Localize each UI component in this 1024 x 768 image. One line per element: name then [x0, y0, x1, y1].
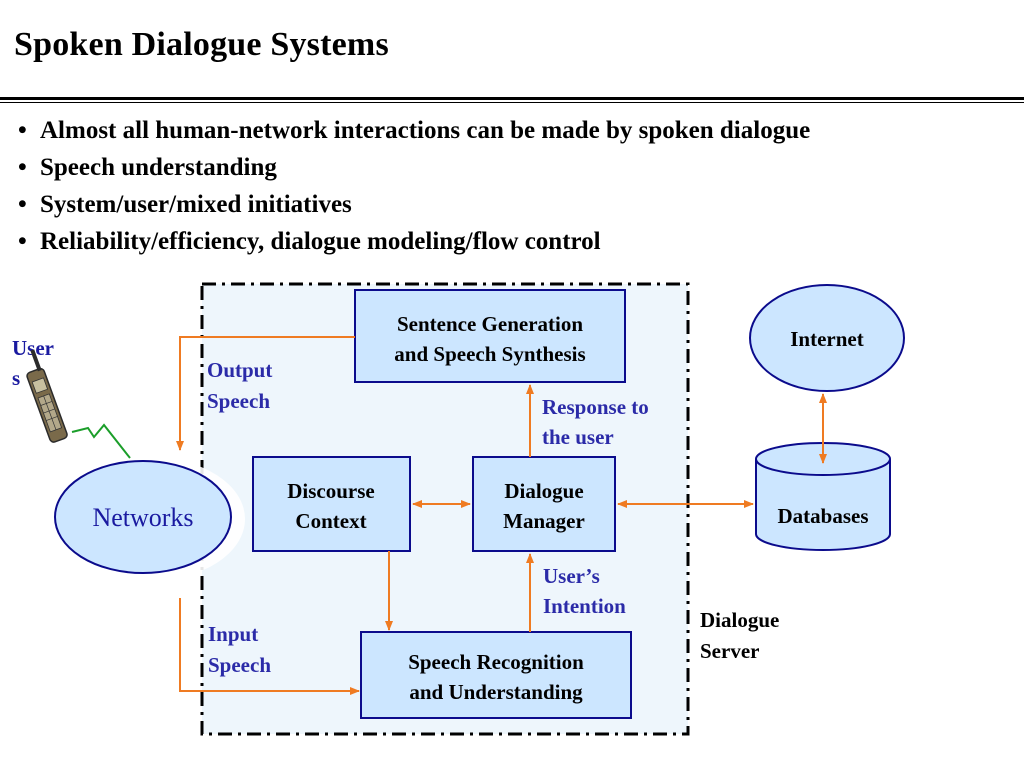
output-speech-arrow	[176, 336, 355, 451]
sentence-generation-label-line1: Sentence Generation	[397, 312, 583, 336]
discourse-context-label-line2: Context	[295, 509, 366, 533]
bullet-item: •Reliability/efficiency, dialogue modeli…	[18, 223, 918, 260]
intention-label-line2: Intention	[543, 594, 626, 618]
bullet-item: •Almost all human-network interactions c…	[18, 112, 918, 149]
bullet-icon: •	[18, 154, 27, 181]
databases-node: Databases	[755, 442, 891, 551]
speech-recognition-label-line1: Speech Recognition	[408, 650, 584, 674]
bullet-item: •System/user/mixed initiatives	[18, 186, 918, 223]
dialogue-manager-label-line2: Manager	[503, 509, 585, 533]
input-speech-arrow	[179, 598, 360, 695]
wireless-signal-icon	[71, 423, 131, 459]
discourse-context-label-line1: Discourse	[287, 479, 375, 503]
page-title: Spoken Dialogue Systems	[14, 26, 389, 63]
internet-node: Internet	[749, 284, 905, 392]
dialogue-manager-label-line1: Dialogue	[504, 479, 583, 503]
title-divider-thin	[0, 102, 1024, 103]
mobile-phone-icon	[26, 349, 68, 443]
speech-recognition-label-line2: and Understanding	[409, 680, 583, 704]
bullet-icon: •	[18, 191, 27, 218]
response-label-line2: the user	[542, 425, 614, 449]
bullet-icon: •	[18, 228, 27, 255]
response-label-line1: Response to	[542, 395, 649, 419]
intention-label-line1: User’s	[543, 564, 600, 588]
networks-node: Networks	[53, 457, 245, 581]
output-speech-label-line1: Output	[207, 358, 272, 382]
sentence-generation-label-line2: and Speech Synthesis	[394, 342, 585, 366]
output-speech-label-line2: Speech	[207, 389, 270, 413]
speech-recognition-box: Speech Recognition and Understanding	[360, 631, 632, 719]
sentence-generation-box: Sentence Generation and Speech Synthesis	[354, 289, 626, 383]
dialogue-server-label-line1: Dialogue	[700, 608, 779, 632]
databases-label: Databases	[777, 504, 868, 528]
dialogue-server-label-line2: Server	[700, 639, 759, 663]
users-label-line2: s	[12, 366, 20, 390]
title-divider	[0, 97, 1024, 100]
bullet-list: •Almost all human-network interactions c…	[18, 112, 918, 260]
networks-label: Networks	[92, 503, 193, 532]
internet-label: Internet	[790, 327, 863, 351]
bullet-icon: •	[18, 117, 27, 144]
bullet-item: •Speech understanding	[18, 149, 918, 186]
input-speech-label-line1: Input	[208, 622, 258, 646]
dialogue-manager-box: Dialogue Manager	[472, 456, 616, 552]
input-speech-label-line2: Speech	[208, 653, 271, 677]
discourse-context-box: Discourse Context	[252, 456, 411, 552]
